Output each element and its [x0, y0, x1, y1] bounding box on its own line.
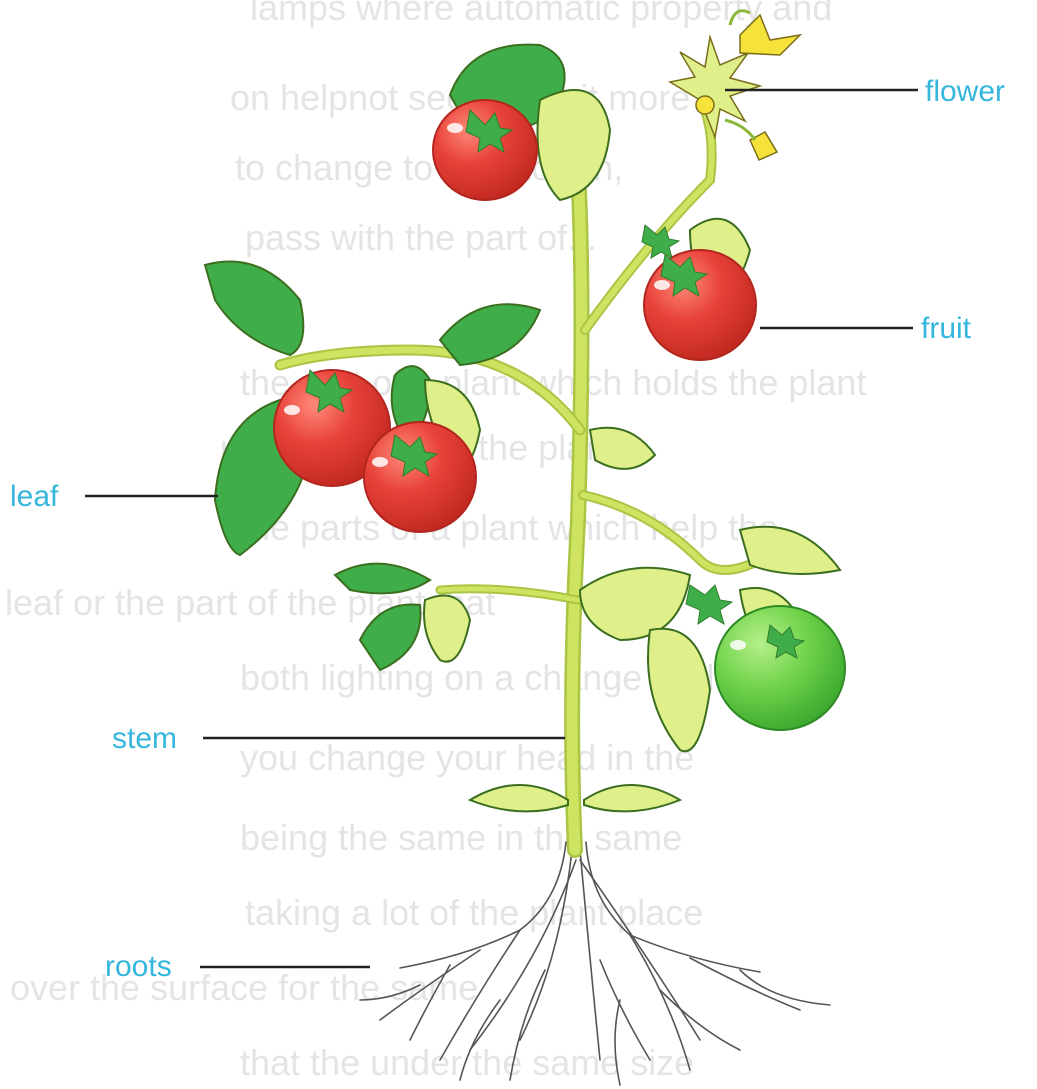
label-roots: roots	[105, 952, 172, 982]
ghost-line: being the same in the same	[240, 817, 682, 858]
tomato-green	[715, 606, 845, 730]
ghost-line: that the under the same size	[240, 1042, 694, 1083]
label-flower: flower	[925, 77, 1005, 107]
label-fruit: fruit	[921, 314, 971, 344]
ghost-line: over the surface for the same	[10, 967, 478, 1008]
ghost-line: the parts of a plant which help the	[240, 507, 778, 548]
label-leaf: leaf	[10, 482, 58, 512]
ghost-line: taking a lot of the plant place	[245, 892, 703, 933]
ghost-line: you change your head in the	[240, 737, 694, 778]
ghost-line: leaf or the part of the plant that	[5, 582, 495, 623]
label-stem: stem	[112, 724, 177, 754]
tomato-red	[433, 100, 537, 200]
tomato-red	[644, 250, 756, 360]
flower-cluster	[670, 11, 800, 160]
ghost-line: pass with the part of...	[245, 217, 597, 258]
ghost-line: lamps where automatic property and	[250, 0, 832, 28]
